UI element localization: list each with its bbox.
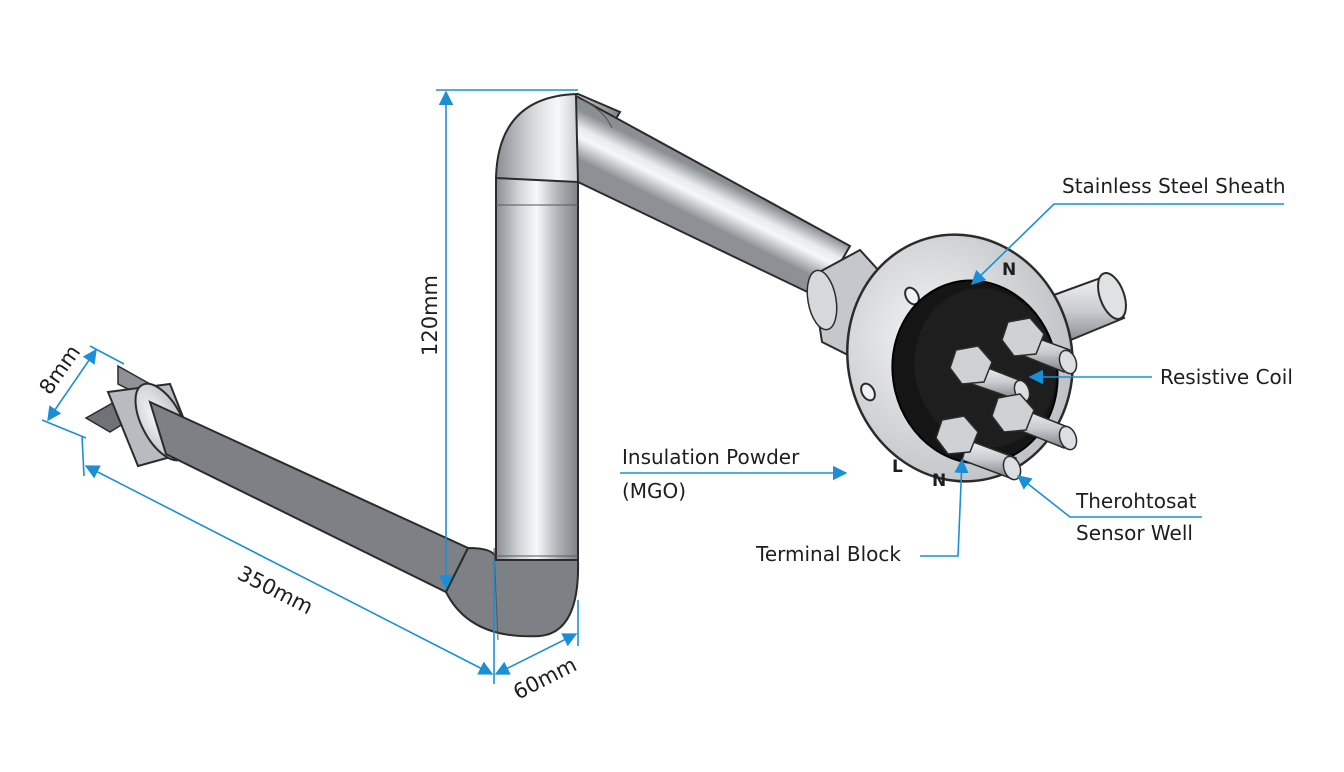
bolt-hole-left — [860, 382, 876, 402]
dim-diameter-label: 8mm — [34, 341, 85, 399]
bottom-elbow — [444, 546, 580, 638]
label-thermostat-line1: Therohtosat — [1075, 489, 1197, 513]
dim-height-label: 120mm — [418, 275, 442, 356]
lower-tube — [148, 400, 470, 594]
dim-diameter-line — [47, 348, 97, 422]
terminal-mark-top: N — [1002, 260, 1016, 280]
vertical-tube — [495, 177, 579, 561]
label-coil: Resistive Coil — [1160, 365, 1293, 389]
dimension-lines — [41, 89, 1284, 684]
label-insulation-line1: Insulation Powder — [622, 445, 800, 469]
label-thermostat-line2: Sensor Well — [1076, 521, 1193, 545]
dim-offset-label: 60mm — [509, 652, 580, 704]
terminal-stud-3 — [991, 393, 1078, 451]
terminal-stud-4 — [935, 415, 1022, 481]
dim-length-line — [84, 465, 494, 675]
terminal-stud-1 — [1001, 317, 1078, 375]
upper-tube — [574, 94, 852, 300]
terminal-mark-bottom: N — [932, 471, 946, 491]
leader-thermostat — [1016, 475, 1202, 518]
leader-sheath — [970, 203, 1284, 286]
label-sheath: Stainless Steel Sheath — [1062, 174, 1286, 198]
terminal-mark-left: L — [892, 457, 903, 477]
leader-terminal — [920, 458, 969, 557]
label-insulation-line2: (MGO) — [622, 479, 686, 503]
dim-offset-line — [494, 633, 578, 675]
flange-assembly: N L N — [846, 233, 1127, 491]
label-terminal: Terminal Block — [755, 542, 901, 566]
dim-length-label: 350mm — [234, 561, 317, 619]
